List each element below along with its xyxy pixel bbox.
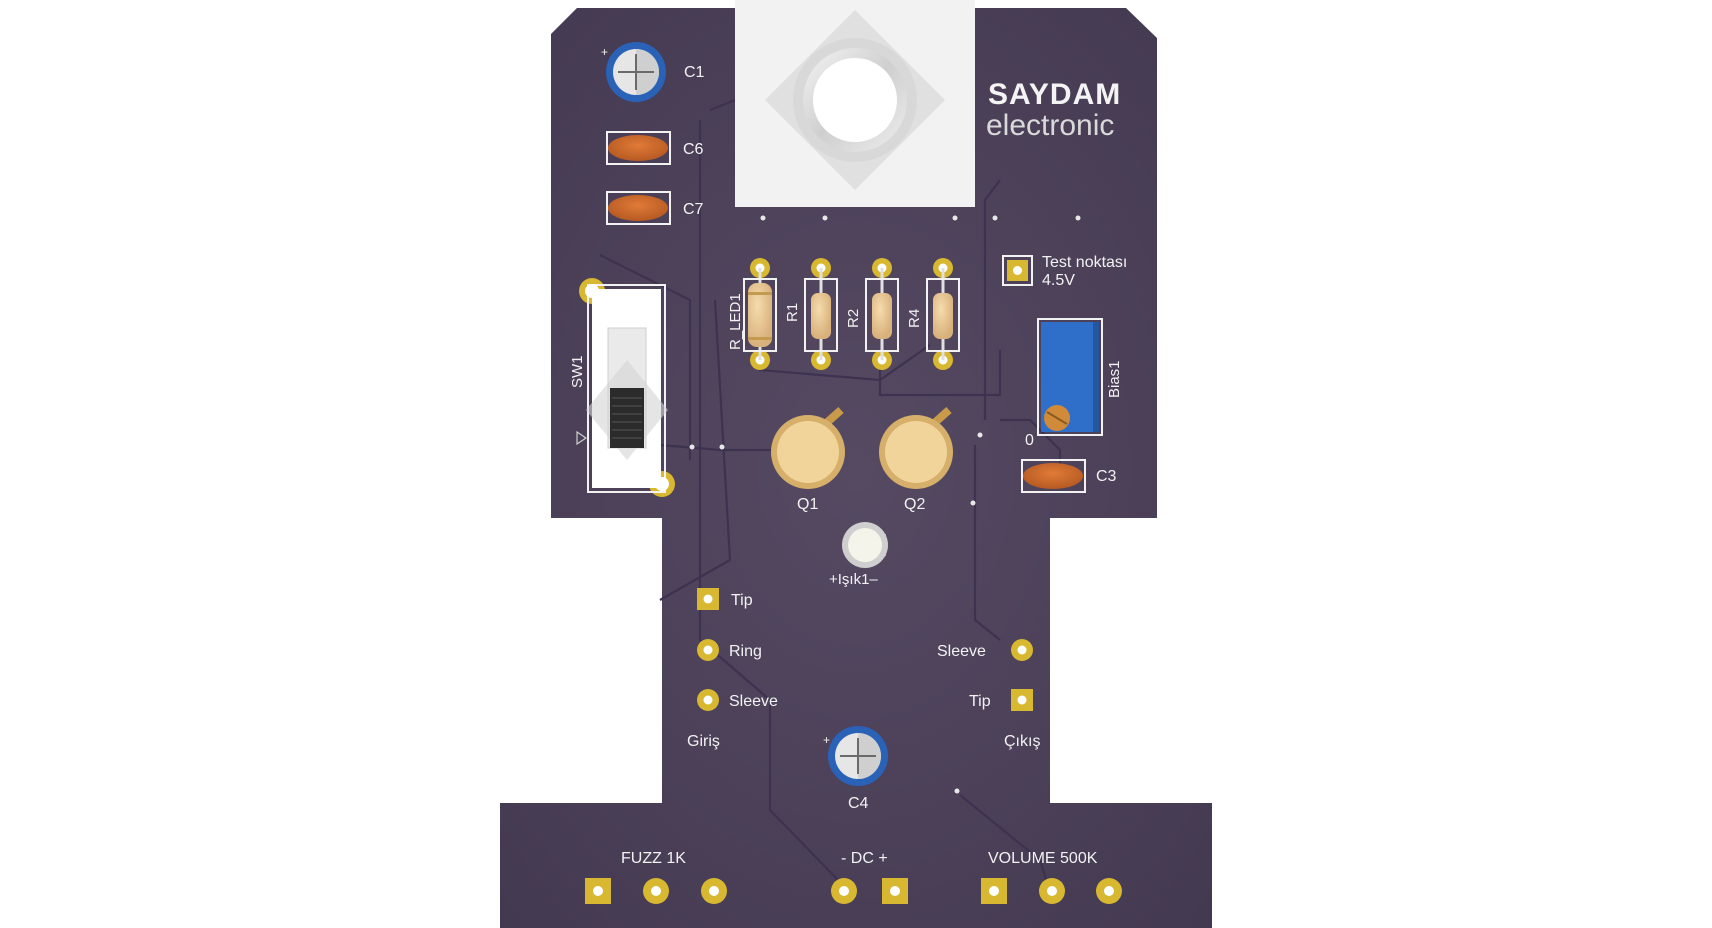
fuzz-label: FUZZ 1K	[621, 850, 686, 867]
brand-name: SAYDAM	[988, 78, 1121, 111]
switch-sw1	[576, 278, 675, 497]
resistor-r2	[865, 258, 899, 370]
label-sw1: SW1	[569, 355, 586, 388]
traces	[599, 98, 1062, 886]
resistor-r4	[926, 258, 960, 370]
dc-label: - DC +	[841, 850, 888, 867]
vias	[689, 215, 1081, 794]
input-tip-pad	[697, 588, 719, 610]
capacitor-c1: +	[601, 42, 666, 102]
output-tip-label: Tip	[969, 693, 991, 710]
capacitor-c4: +	[823, 726, 888, 786]
label-c6: C6	[683, 141, 704, 158]
input-ring-label: Ring	[729, 643, 762, 660]
volume-label: VOLUME 500K	[988, 850, 1098, 867]
label-c1: C1	[684, 64, 705, 81]
capacitor-c6	[606, 131, 671, 165]
label-c7: C7	[683, 201, 704, 218]
label-r1: R1	[784, 303, 801, 322]
label-q2: Q2	[904, 496, 925, 513]
test-point	[1002, 255, 1033, 286]
label-r2: R2	[845, 309, 862, 328]
svg-text:+: +	[823, 733, 830, 747]
input-sleeve-pad	[697, 689, 719, 711]
resistor-r-led1	[743, 258, 777, 370]
transistor-q2	[879, 407, 953, 489]
output-title: Çıkış	[1004, 733, 1040, 750]
capacitor-c3	[1021, 459, 1086, 493]
fuzz-pads	[585, 878, 727, 904]
label-bias-zero: 0	[1025, 432, 1034, 449]
label-light1: +Işık1–	[829, 571, 878, 588]
output-tip-pad	[1011, 689, 1033, 711]
label-c3: C3	[1096, 468, 1117, 485]
transistor-q1	[771, 407, 845, 489]
test-point-voltage: 4.5V	[1042, 272, 1075, 289]
label-bias1: Bias1	[1106, 360, 1123, 398]
dc-pads	[831, 878, 908, 904]
input-title: Giriş	[687, 733, 720, 750]
led-light1	[842, 522, 888, 568]
label-r-led1: R_LED1	[727, 293, 744, 350]
trimmer-bias1	[1037, 318, 1103, 436]
pcb-board	[500, 8, 1212, 928]
volume-pads	[981, 878, 1122, 904]
input-ring-pad	[697, 639, 719, 661]
svg-text:+: +	[601, 45, 608, 59]
potentiometer-body	[735, 0, 975, 207]
label-q1: Q1	[797, 496, 818, 513]
output-sleeve-label: Sleeve	[937, 643, 986, 660]
resistor-r1	[804, 258, 838, 370]
input-tip-label: Tip	[731, 592, 753, 609]
label-r4: R4	[906, 309, 923, 328]
capacitor-c7	[606, 191, 671, 225]
output-sleeve-pad	[1011, 639, 1033, 661]
input-sleeve-label: Sleeve	[729, 693, 778, 710]
test-point-label: Test noktası	[1042, 254, 1127, 271]
label-c4: C4	[848, 795, 869, 812]
brand-sub: electronic	[986, 109, 1114, 142]
